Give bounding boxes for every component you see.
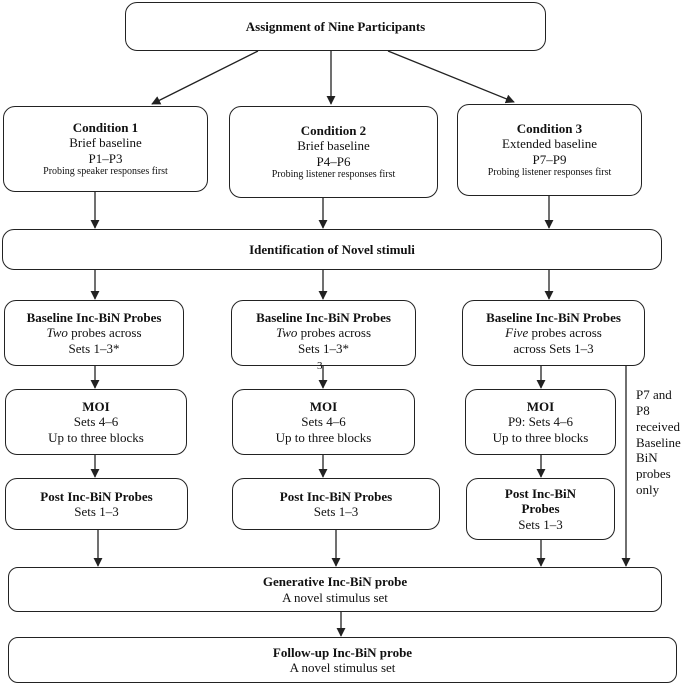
baseline-probes-2-count: Two	[275, 325, 298, 341]
identification-title: Identification of Novel stimuli	[249, 241, 415, 257]
moi-2-line1: Sets 4–6	[301, 414, 346, 430]
post-probes-3-title-line2: Probes	[521, 501, 560, 517]
condition-2-probing: Probing listener responses first	[271, 169, 396, 181]
arrow-top-to-condition-1	[151, 50, 259, 105]
baseline-probes-2-title: Baseline Inc-BiN Probes	[256, 310, 391, 325]
condition-1-participants: P1–P3	[88, 150, 123, 166]
moi-2-line2: Up to three blocks	[275, 429, 372, 445]
condition-2-baseline: Brief baseline	[297, 138, 370, 154]
condition-3-box: Condition 3 Extended baseline P7–P9 Prob…	[457, 104, 642, 196]
condition-1-box: Condition 1 Brief baseline P1–P3 Probing…	[3, 106, 208, 192]
side-note-line-1: P7 and	[636, 387, 672, 402]
baseline-probes-1-line2: Sets 1–3*	[68, 340, 120, 356]
moi-1-box: MOI Sets 4–6 Up to three blocks	[5, 389, 187, 455]
moi-3-title: MOI	[526, 399, 555, 414]
condition-2-participants: P4–P6	[316, 153, 351, 169]
generative-probe-box: Generative Inc-BiN probe A novel stimulu…	[8, 567, 662, 612]
moi-3-line1: P9: Sets 4–6	[507, 414, 573, 430]
baseline-probes-2-line1: Two probes across	[276, 325, 371, 340]
assignment-title: Assignment of Nine Participants	[245, 18, 426, 34]
arrow-top-to-condition-3	[387, 50, 515, 104]
condition-3-participants: P7–P9	[532, 151, 567, 167]
baseline-probes-2-box: Baseline Inc-BiN Probes Two probes acros…	[231, 300, 416, 366]
post-probes-3-line1: Sets 1–3	[518, 516, 563, 532]
baseline-probes-2-line2: Sets 1–3*	[298, 340, 349, 356]
baseline-probes-3-count: Five	[505, 325, 529, 341]
post-probes-3-box: Post Inc-BiN Probes Sets 1–3	[466, 478, 615, 540]
identification-box: Identification of Novel stimuli	[2, 229, 662, 270]
side-note-line-3: received	[636, 418, 681, 434]
moi-1-line1: Sets 4–6	[73, 414, 119, 430]
condition-3-probing: Probing listener responses first	[487, 167, 612, 179]
assignment-box: Assignment of Nine Participants	[125, 2, 546, 51]
post-probes-2-title: Post Inc-BiN Probes	[279, 488, 393, 504]
side-note-line-6: probes	[636, 466, 671, 482]
moi-1-title: MOI	[82, 399, 110, 414]
followup-probe-box: Follow-up Inc-BiN probe A novel stimulus…	[8, 637, 677, 683]
generative-probe-subtitle: A novel stimulus set	[282, 589, 388, 605]
post-probes-1-title: Post Inc-BiN Probes	[40, 488, 153, 504]
baseline-probes-1-line1: Two probes across	[46, 325, 141, 340]
generative-probe-title: Generative Inc-BiN probe	[262, 574, 408, 590]
followup-probe-title: Follow-up Inc-BiN probe	[272, 644, 413, 660]
stray-mark: 3	[317, 360, 323, 372]
moi-1-line2: Up to three blocks	[48, 429, 144, 445]
baseline-probes-1-title: Baseline Inc-BiN Probes	[26, 310, 162, 325]
baseline-probes-1-count: Two	[46, 325, 68, 341]
condition-1-title: Condition 1	[72, 120, 139, 136]
moi-2-box: MOI Sets 4–6 Up to three blocks	[232, 389, 415, 455]
baseline-probes-3-line2: across Sets 1–3	[513, 340, 594, 356]
post-probes-3-title-line1: Post Inc-BiN	[504, 486, 577, 501]
baseline-probes-3-line1-rest: probes across	[528, 325, 602, 341]
side-note: P7 and P8 received Baseline BiN probes o…	[636, 387, 684, 498]
post-probes-1-line1: Sets 1–3	[74, 504, 119, 519]
post-probes-1-box: Post Inc-BiN Probes Sets 1–3	[5, 478, 188, 530]
baseline-probes-3-line1: Five probes across	[505, 325, 602, 340]
condition-3-baseline: Extended baseline	[502, 136, 597, 152]
side-note-line-2: P8	[636, 402, 650, 418]
baseline-probes-1-line1-rest: probes across	[67, 325, 142, 341]
condition-1-probing: Probing speaker responses first	[43, 166, 168, 178]
baseline-probes-3-title: Baseline Inc-BiN Probes	[486, 310, 621, 325]
condition-1-baseline: Brief baseline	[69, 135, 142, 151]
side-note-line-4: Baseline	[636, 434, 681, 450]
post-probes-2-box: Post Inc-BiN Probes Sets 1–3	[232, 478, 440, 530]
condition-2-title: Condition 2	[300, 123, 367, 139]
side-note-line-5: BiN	[636, 450, 658, 466]
moi-2-title: MOI	[309, 399, 338, 414]
moi-3-box: MOI P9: Sets 4–6 Up to three blocks	[465, 389, 616, 455]
condition-3-title: Condition 3	[516, 121, 583, 137]
side-note-line-7: only	[636, 482, 660, 498]
baseline-probes-3-box: Baseline Inc-BiN Probes Five probes acro…	[462, 300, 645, 366]
baseline-probes-2-line1-rest: probes across	[297, 325, 372, 341]
followup-probe-subtitle: A novel stimulus set	[289, 660, 396, 675]
baseline-probes-1-box: Baseline Inc-BiN Probes Two probes acros…	[4, 300, 184, 366]
condition-2-box: Condition 2 Brief baseline P4–P6 Probing…	[229, 106, 438, 198]
moi-3-line2: Up to three blocks	[492, 429, 589, 445]
post-probes-2-line1: Sets 1–3	[313, 504, 359, 519]
